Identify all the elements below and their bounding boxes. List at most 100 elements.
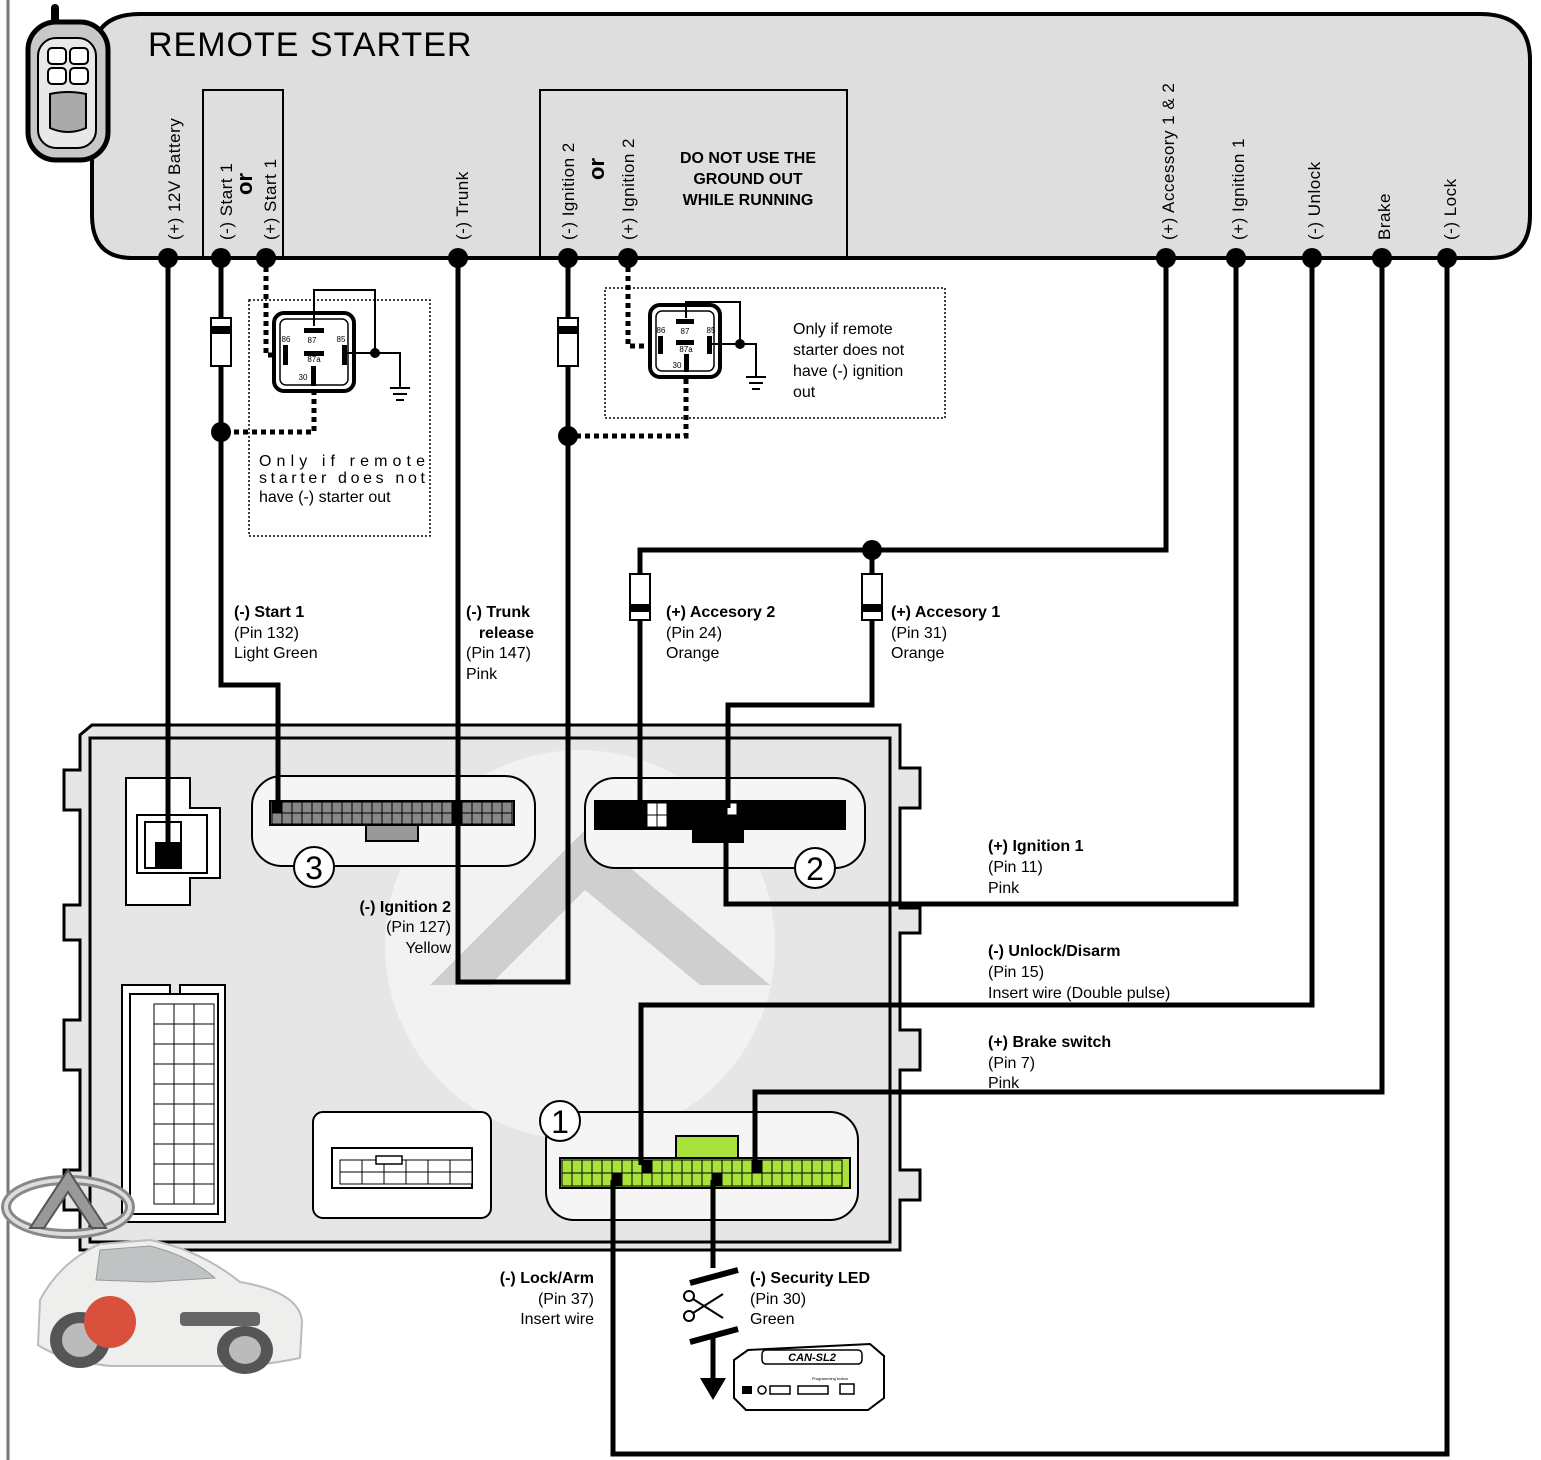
middle-connector xyxy=(312,1111,492,1219)
connector-pin xyxy=(153,1163,175,1185)
svg-text:(Pin 37): (Pin 37) xyxy=(538,1291,594,1308)
connector-pin xyxy=(173,1143,195,1165)
connector-pin xyxy=(806,814,818,828)
connector-pin xyxy=(636,814,648,828)
connector-pin xyxy=(811,1172,823,1187)
connector-pin xyxy=(481,812,493,825)
svg-text:86: 86 xyxy=(657,326,666,335)
relay-ign-note-1: Only if remote xyxy=(793,321,893,338)
connector-pin xyxy=(421,801,433,814)
connector-pin xyxy=(721,1159,733,1174)
wire-start1 xyxy=(218,258,281,808)
wire-unlock xyxy=(638,258,1315,1165)
connector-pin xyxy=(681,1172,693,1187)
svg-text:Insert wire: Insert wire xyxy=(520,1311,594,1328)
connector-pin xyxy=(571,1172,583,1187)
connector-pin xyxy=(656,802,668,816)
connector-2-number: 2 xyxy=(806,851,824,887)
wire-accessory1 xyxy=(725,550,875,808)
relay-ign-note-4: out xyxy=(793,384,816,401)
connector-pin xyxy=(696,802,708,816)
connector-pin xyxy=(626,802,638,816)
svg-text:Orange: Orange xyxy=(891,645,944,662)
warning-line-1: DO NOT USE THE xyxy=(680,150,816,167)
module-button-label: Programming button xyxy=(812,1376,848,1381)
svg-text:30: 30 xyxy=(673,361,682,370)
connector-pin xyxy=(631,1172,643,1187)
connector-pin xyxy=(411,801,423,814)
svg-text:85: 85 xyxy=(707,326,716,335)
connector-pin xyxy=(381,812,393,825)
connector-pin xyxy=(676,802,688,816)
connector-pin xyxy=(193,1003,215,1025)
fuse-accessory2 xyxy=(629,573,651,621)
connector-pin xyxy=(301,812,313,825)
connector-pin xyxy=(581,1159,593,1174)
svg-text:Green: Green xyxy=(750,1311,794,1328)
connector-pin xyxy=(193,1103,215,1125)
connector-pin xyxy=(686,814,698,828)
connector-pin xyxy=(405,1171,429,1185)
terminal-unlock: (-) Unlock xyxy=(1305,161,1324,240)
connector-1 xyxy=(545,1111,859,1221)
connector-pin xyxy=(173,1023,195,1045)
connector-pin xyxy=(751,1172,763,1187)
connector-pin xyxy=(696,814,708,828)
connector-pin xyxy=(616,802,628,816)
connector-pin xyxy=(821,1172,833,1187)
battery-connector xyxy=(125,777,221,906)
connector-pin xyxy=(816,814,828,828)
connector-pin xyxy=(741,1159,753,1174)
connector-pin xyxy=(193,1143,215,1165)
svg-text:(Pin 11): (Pin 11) xyxy=(988,859,1043,876)
connector-pin xyxy=(301,801,313,814)
connector-pin xyxy=(731,1172,743,1187)
connector-pin xyxy=(776,814,788,828)
connector-2 xyxy=(584,777,866,869)
connector-pin xyxy=(193,1023,215,1045)
connector-pin xyxy=(381,801,393,814)
connector-3-badge xyxy=(293,846,335,888)
connector-pin xyxy=(481,801,493,814)
remote-starter-title: REMOTE STARTER xyxy=(148,26,472,64)
connector-pin xyxy=(461,801,473,814)
connector-pin xyxy=(391,812,403,825)
connector-pin xyxy=(591,1172,603,1187)
svg-text:Pink: Pink xyxy=(466,666,498,683)
connector-pin xyxy=(561,1159,573,1174)
connector-pin xyxy=(341,801,353,814)
terminal-neg-start1: (-) Start 1 xyxy=(217,163,236,240)
connector-pin xyxy=(281,801,293,814)
terminal-12v-battery: (+) 12V Battery xyxy=(165,118,184,240)
connector-pin xyxy=(601,1159,613,1174)
svg-text:(Pin 31): (Pin 31) xyxy=(891,625,947,642)
connector-pin xyxy=(173,1003,195,1025)
connector-pin xyxy=(801,1159,813,1174)
wire-ign-relay-in xyxy=(625,258,652,349)
connector-pin xyxy=(671,1172,683,1187)
connector-pin xyxy=(371,801,383,814)
connector-pin xyxy=(781,1159,793,1174)
wire-brake xyxy=(752,258,1385,1165)
connector-pin xyxy=(193,1063,215,1085)
label-accessory1: (+) Accesory 1 (Pin 31) Orange xyxy=(891,604,1000,662)
ground-icon xyxy=(390,387,410,401)
connector-pin xyxy=(621,1172,633,1187)
module-brand: CAN-SL2 xyxy=(788,1352,836,1364)
connector-pin xyxy=(271,812,283,825)
connector-pin xyxy=(153,1063,175,1085)
connector-pin xyxy=(711,1159,723,1174)
connector-1-badge xyxy=(539,1100,581,1142)
connector-pin xyxy=(701,1159,713,1174)
terminal-pos-ignition2: (+) Ignition 2 xyxy=(619,138,638,240)
fuse-start1 xyxy=(210,317,232,367)
connector-pin xyxy=(311,801,323,814)
connector-pin xyxy=(741,1172,753,1187)
connector-pin xyxy=(339,1159,363,1173)
connector-pin xyxy=(816,802,828,816)
connector-pin xyxy=(786,802,798,816)
label-brake: (+) Brake switch (Pin 7) Pink xyxy=(988,1034,1111,1092)
svg-text:87: 87 xyxy=(308,336,317,345)
connector-pin xyxy=(321,812,333,825)
connector-pin xyxy=(361,801,373,814)
